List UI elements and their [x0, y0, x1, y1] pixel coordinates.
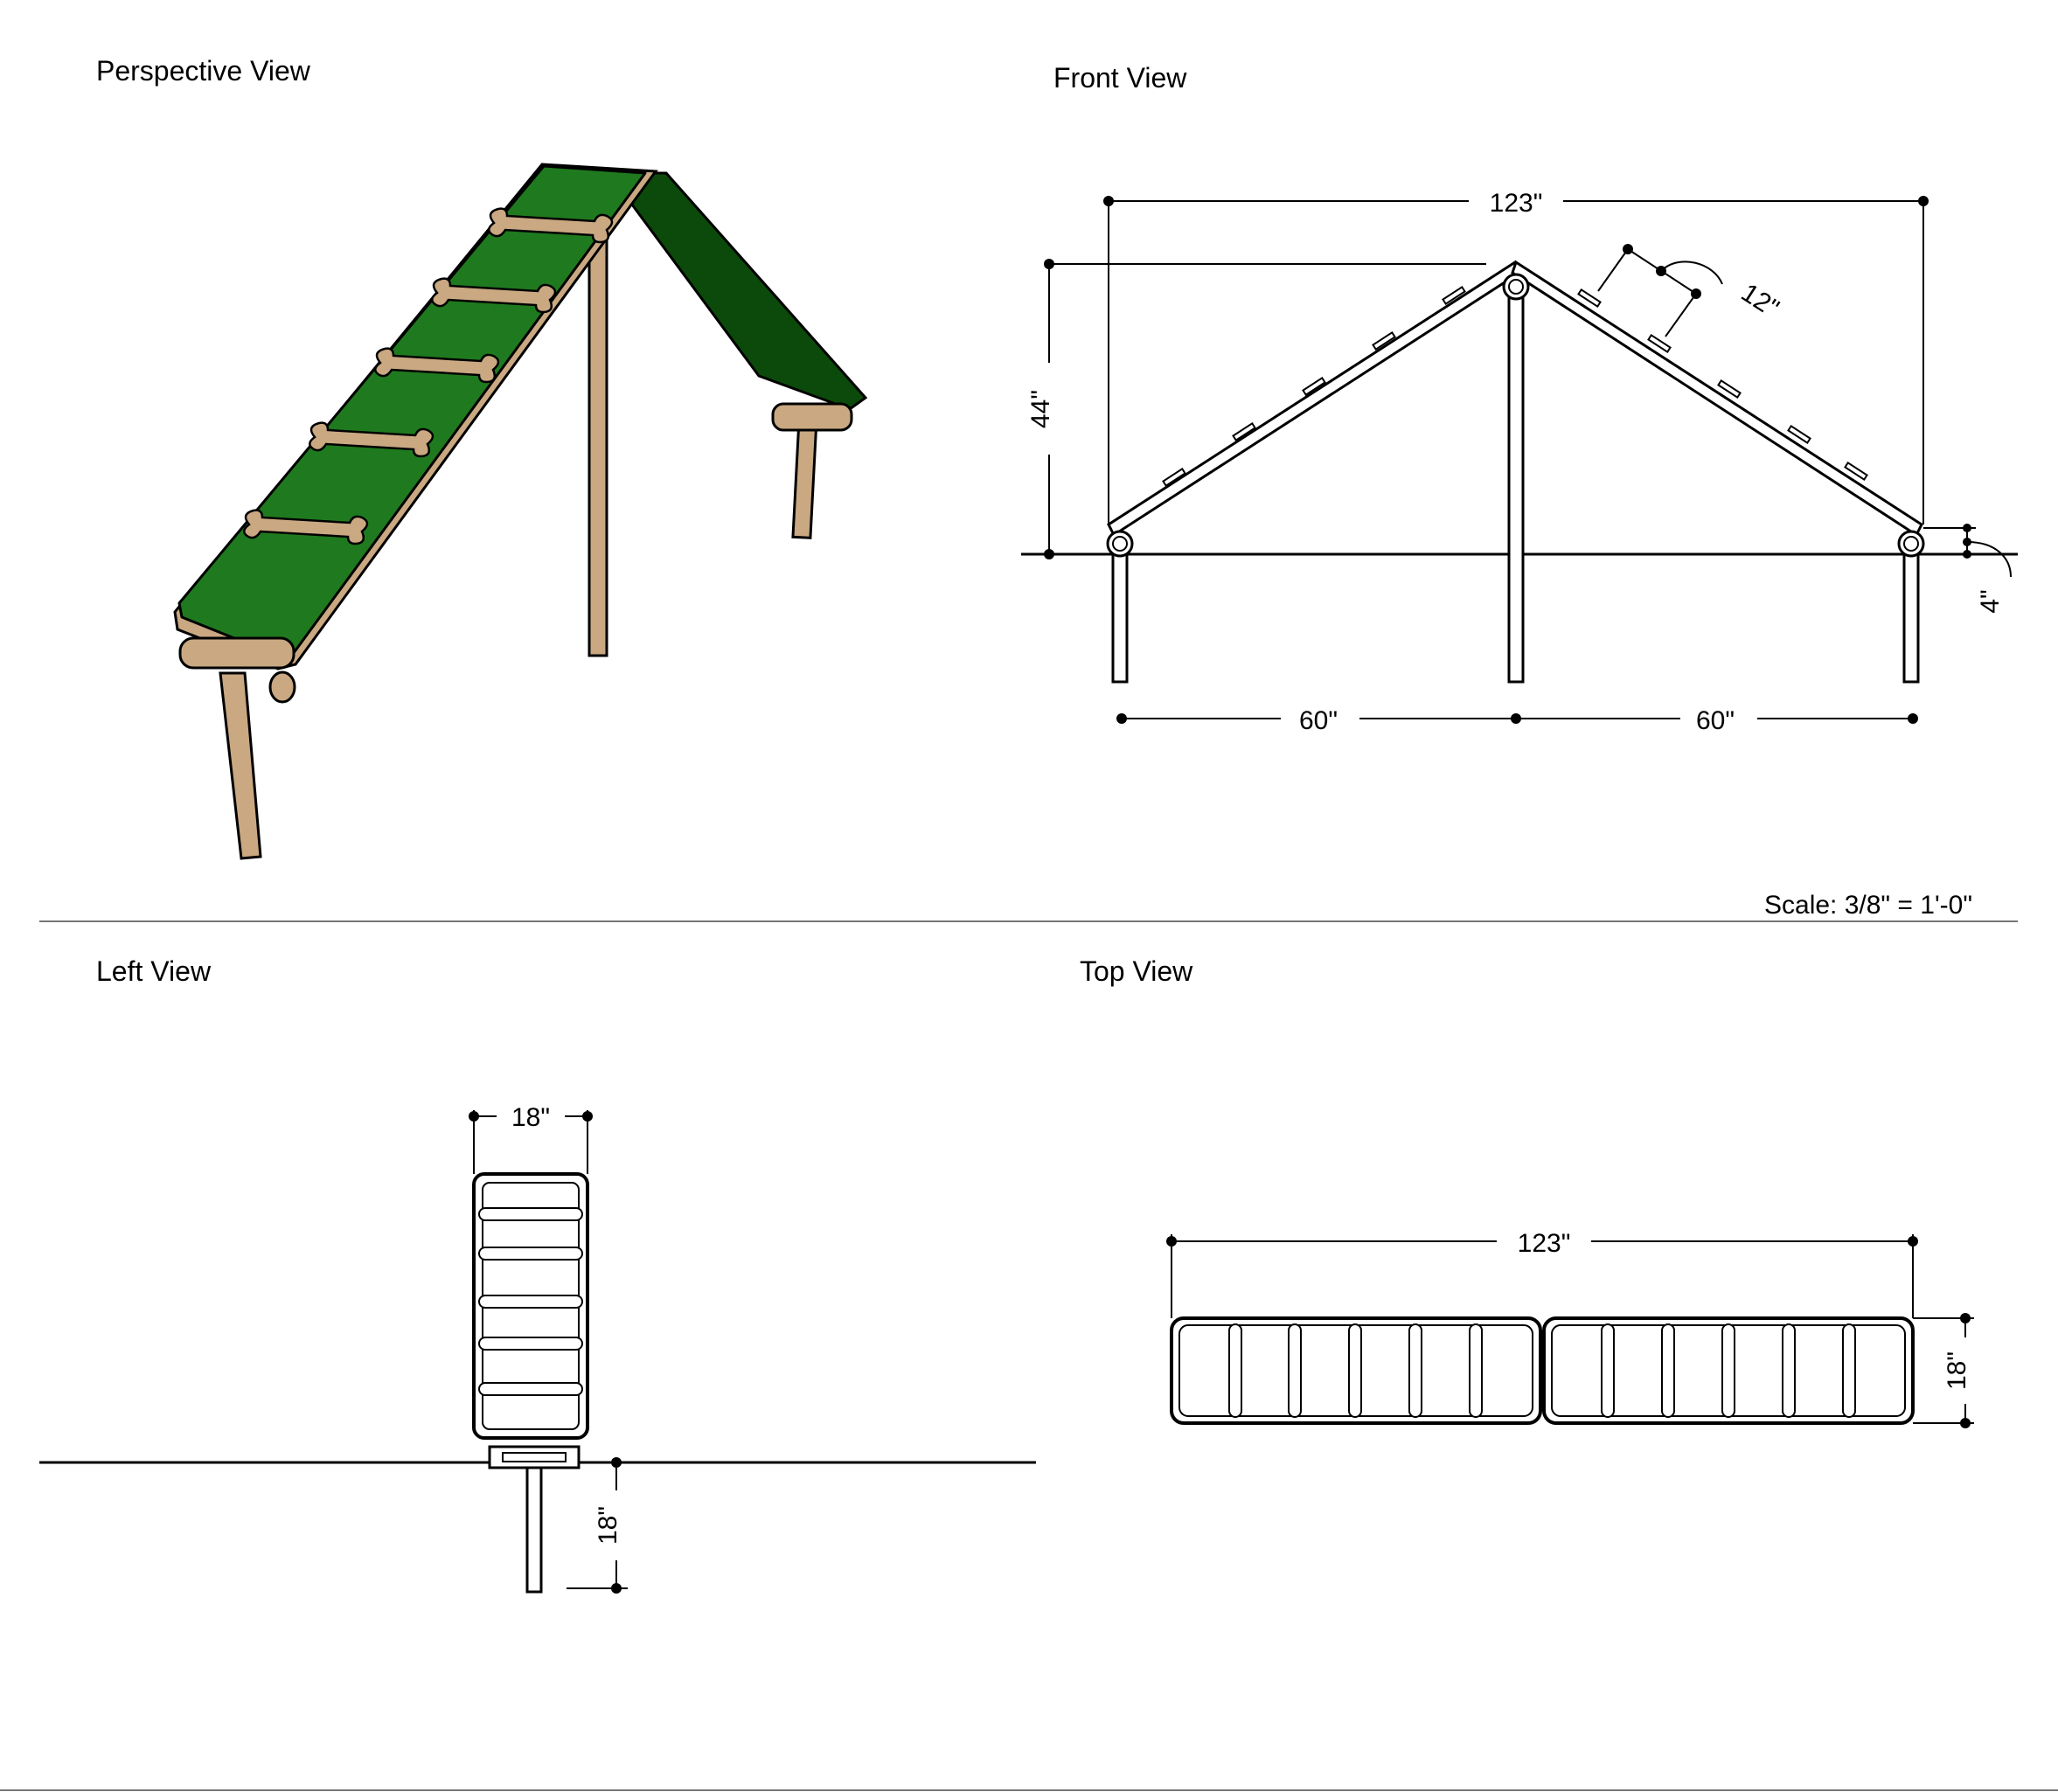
- top-view-bones: [1228, 1323, 1856, 1418]
- right-post: [791, 417, 818, 539]
- dim-top-width: 18": [1943, 1351, 1971, 1390]
- dim-post-depth: 18": [594, 1506, 622, 1545]
- dim-overall-width: 123": [1490, 189, 1543, 218]
- bone-4: [309, 421, 435, 458]
- dim-right-span: 60": [1696, 706, 1735, 735]
- center-post-front: [1507, 287, 1525, 684]
- dim-clearance: 4": [1976, 589, 2005, 613]
- dim-height: 44": [1026, 390, 1055, 428]
- near-ramp-panel: [177, 164, 647, 662]
- left-post-front: [1111, 538, 1129, 684]
- left-post: [219, 671, 262, 860]
- left-crossbar: [178, 636, 295, 670]
- scale-note: Scale: 3/8" = 1'-0": [1764, 891, 1972, 920]
- bone-2: [431, 277, 557, 314]
- left-view-post: [525, 1461, 543, 1594]
- right-post-front: [1902, 538, 1920, 684]
- bone-3: [374, 347, 500, 384]
- dim-bone-spacing: 12": [1736, 278, 1784, 323]
- top-view-title: Top View: [1080, 955, 1193, 987]
- front-view-drawing: 123" 44" 12" 4" 60" 60": [1021, 189, 2018, 735]
- left-view-bones: [478, 1207, 583, 1396]
- perspective-view-title: Perspective View: [96, 55, 311, 87]
- dim-left-width: 18": [511, 1103, 550, 1132]
- bone-5: [243, 509, 369, 545]
- center-post: [588, 234, 608, 657]
- perspective-illustration: [173, 163, 868, 860]
- bone-1: [488, 207, 614, 244]
- dim-top-length: 123": [1518, 1229, 1571, 1258]
- front-view-title: Front View: [1053, 62, 1187, 94]
- left-view-drawing: 18" 18": [39, 1103, 1036, 1594]
- dim-left-span: 60": [1299, 706, 1338, 735]
- front-rungs: [1162, 286, 1868, 487]
- left-ramp-front: [1107, 260, 1521, 538]
- right-crossbar: [771, 402, 853, 432]
- bone-rungs: [243, 207, 614, 545]
- far-ramp-panel: [628, 171, 868, 411]
- left-crossbar-end: [268, 670, 296, 704]
- top-view-drawing: 123" 18": [1166, 1229, 1974, 1428]
- right-ramp-front: [1511, 260, 1923, 538]
- left-view-title: Left View: [96, 955, 212, 987]
